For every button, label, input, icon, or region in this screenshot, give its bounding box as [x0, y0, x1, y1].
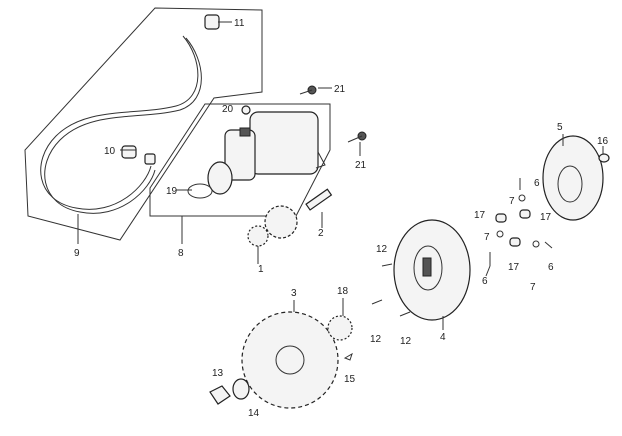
leader-lines: [77, 21, 604, 330]
idler-gear-icon: [264, 205, 298, 239]
callout-11: 11: [234, 18, 245, 29]
callout-6a: 6: [534, 178, 540, 189]
starter-motor-icon: [249, 111, 319, 175]
reduction-gear-icon: [247, 225, 269, 247]
callout-14: 14: [248, 408, 260, 419]
roller-17a-icon: [495, 213, 507, 223]
rotor-disc-icon: [542, 135, 604, 221]
pin-16-icon: [598, 153, 610, 163]
sprocket-gear-icon: [241, 311, 339, 409]
o-ring-icon: [187, 183, 213, 199]
callout-17c: 17: [508, 262, 520, 273]
terminal-lug-icon: [144, 153, 156, 165]
spring-7a-icon: [518, 194, 526, 202]
callout-7c: 7: [530, 282, 536, 293]
bolt-12b-icon: [371, 299, 383, 305]
callout-17b: 17: [540, 212, 552, 223]
callout-labels: 1 2 3 4 5 6 6 6 7 7 7 8 9 10 11 12 12 12…: [74, 18, 609, 419]
gear-shaft-icon: [305, 188, 333, 211]
callout-7b: 7: [484, 232, 490, 243]
callout-9: 9: [74, 248, 80, 259]
bolt-12a-icon: [381, 263, 393, 267]
callout-18: 18: [337, 286, 349, 297]
callout-13: 13: [212, 368, 224, 379]
cable-assembly: [24, 7, 263, 241]
callout-12b: 12: [370, 334, 382, 345]
mounting-flange-icon: [315, 151, 326, 169]
terminal-block-icon: [239, 127, 251, 137]
cable-inner-line: [40, 35, 199, 210]
group-outline-8: [149, 103, 331, 217]
callout-6b: 6: [482, 276, 488, 287]
flywheel-keyway-icon: [422, 257, 432, 277]
callout-5: 5: [557, 122, 563, 133]
callout-2: 2: [318, 228, 324, 239]
callout-10: 10: [104, 146, 116, 157]
bolt-21b-shank: [347, 135, 363, 143]
callout-3: 3: [291, 288, 297, 299]
callout-15: 15: [344, 374, 356, 385]
callout-4: 4: [440, 332, 446, 343]
bolt-21-shank: [299, 89, 313, 95]
washer-14-icon: [232, 378, 250, 400]
callout-20: 20: [222, 104, 234, 115]
key-15-icon: [343, 352, 353, 361]
callout-16: 16: [597, 136, 609, 147]
roller-17c-icon: [509, 237, 521, 247]
clip-20-icon: [241, 105, 251, 115]
cable-icon: [44, 37, 202, 214]
callout-12a: 12: [376, 244, 388, 255]
starter-motor-nose-icon: [207, 161, 233, 195]
rotor-assembly: [489, 135, 610, 266]
nut-13-icon: [209, 385, 231, 405]
flywheel-hub-icon: [413, 245, 443, 291]
fasteners-top: [241, 85, 367, 143]
sprocket-hub-icon: [275, 345, 305, 375]
roller-17b-icon: [519, 209, 531, 219]
callout-21b: 21: [355, 160, 367, 171]
spring-7c-icon: [532, 240, 540, 248]
bolt-12c-icon: [399, 311, 411, 317]
starter-motor-group: [149, 103, 331, 217]
starter-gears: [247, 188, 333, 247]
spring-7b-icon: [496, 230, 504, 238]
rotor-hub-icon: [557, 165, 583, 203]
terminal-cap-lower-icon: [121, 145, 137, 159]
callout-8: 8: [178, 248, 184, 259]
pin-6c-icon: [544, 241, 553, 249]
one-way-clutch-icon: [327, 315, 353, 341]
callout-6c: 6: [548, 262, 554, 273]
sprocket-assembly: [209, 311, 353, 409]
terminal-cap-icon: [204, 14, 220, 30]
group-outline-9: [24, 7, 263, 241]
flywheel-icon: [393, 219, 471, 321]
callout-7a: 7: [509, 196, 515, 207]
callout-12c: 12: [400, 336, 412, 347]
callout-1: 1: [258, 264, 264, 275]
callout-19: 19: [166, 186, 178, 197]
flywheel-assembly: [371, 219, 471, 321]
callout-17a: 17: [474, 210, 486, 221]
callout-21a: 21: [334, 84, 346, 95]
